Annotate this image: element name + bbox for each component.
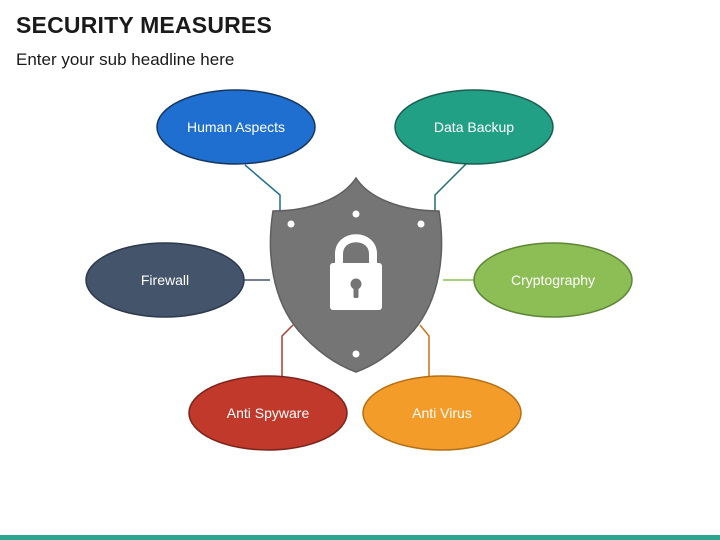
node-firewall: Firewall	[85, 242, 245, 318]
node-anti-spyware: Anti Spyware	[188, 375, 348, 451]
connector-data-backup	[434, 161, 469, 213]
page-subtitle: Enter your sub headline here	[16, 50, 235, 69]
node-label: Anti Spyware	[227, 405, 310, 421]
padlock-icon	[330, 234, 382, 310]
node-label: Human Aspects	[187, 119, 285, 135]
page-title: SECURITY MEASURES	[16, 12, 273, 38]
node-data-backup: Data Backup	[394, 89, 554, 165]
shield-rivet	[287, 220, 295, 228]
shield-rivet	[417, 220, 425, 228]
node-cryptography: Cryptography	[473, 242, 633, 318]
connector-anti-virus	[419, 324, 430, 380]
shield-rivet	[352, 350, 360, 358]
node-label: Firewall	[141, 272, 189, 288]
bottom-accent-bar	[0, 535, 720, 540]
shield-rivet	[352, 210, 360, 218]
node-anti-virus: Anti Virus	[362, 375, 522, 451]
node-label: Data Backup	[434, 119, 514, 135]
node-label: Cryptography	[511, 272, 595, 288]
connector-anti-spyware	[281, 324, 294, 380]
node-label: Anti Virus	[412, 405, 472, 421]
node-human-aspects: Human Aspects	[156, 89, 316, 165]
connector-human-aspects	[244, 164, 281, 213]
